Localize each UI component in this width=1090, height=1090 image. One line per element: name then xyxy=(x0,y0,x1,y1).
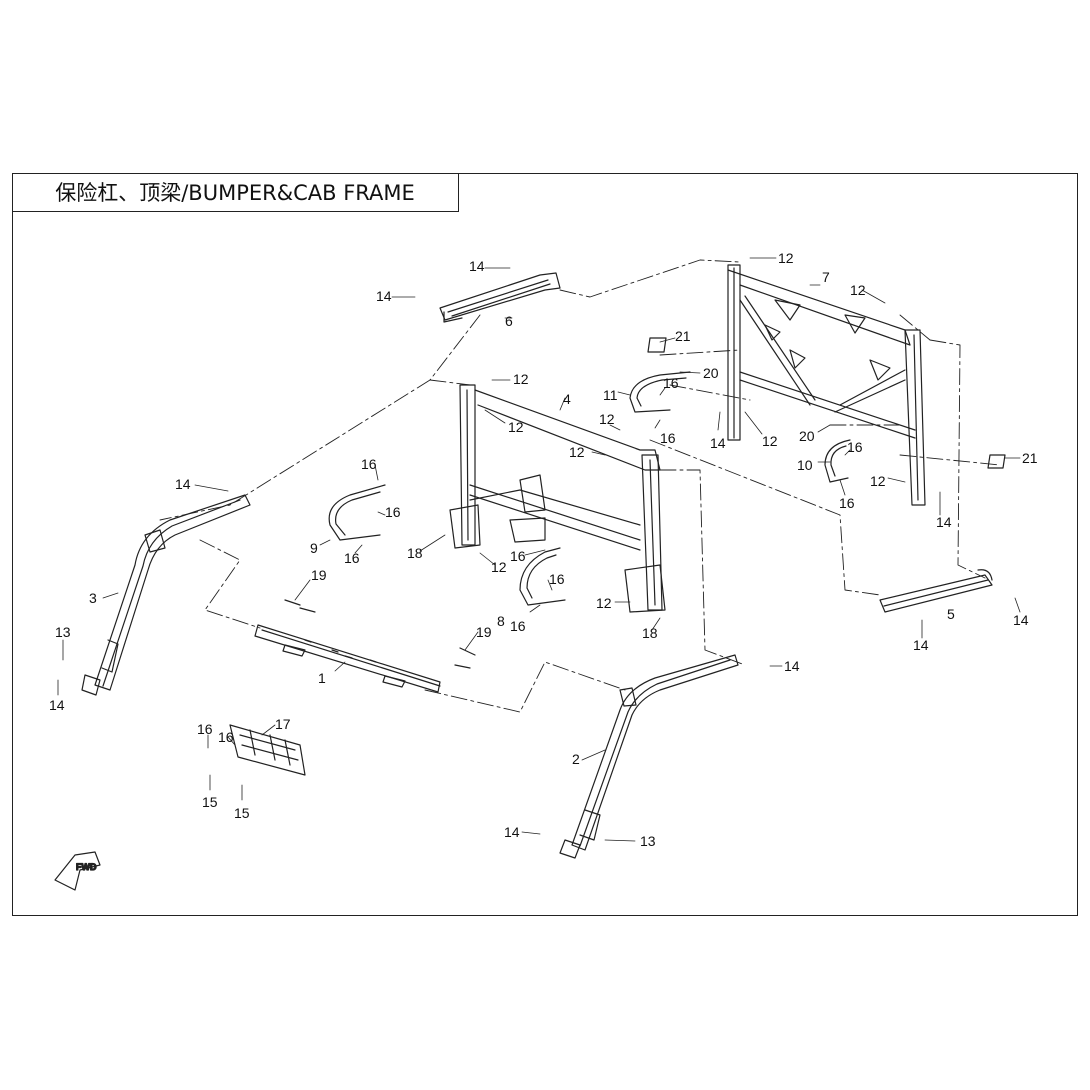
part-11-grab-handle xyxy=(629,371,691,413)
part-2-right-pillar xyxy=(559,654,739,859)
callout: 18 xyxy=(407,545,423,561)
callout: 15 xyxy=(202,794,218,810)
callout: 12 xyxy=(778,250,794,266)
fwd-label: FWD xyxy=(76,862,97,872)
callout: 16 xyxy=(197,721,213,737)
callout: 16 xyxy=(847,439,863,455)
callout: 12 xyxy=(508,419,524,435)
callout: 14 xyxy=(784,658,800,674)
callout: 19 xyxy=(476,624,492,640)
part-5-rear-lower-bar xyxy=(879,569,993,613)
callout: 16 xyxy=(361,456,377,472)
callout: 8 xyxy=(497,613,505,629)
callout: 12 xyxy=(569,444,585,460)
callout: 14 xyxy=(1013,612,1029,628)
callout: 12 xyxy=(513,371,529,387)
callout: 16 xyxy=(218,729,234,745)
callout: 14 xyxy=(504,824,520,840)
part-4-front-cab-frame xyxy=(449,384,666,613)
callout: 4 xyxy=(563,391,571,407)
callout: 21 xyxy=(675,328,691,344)
part-9-grab-handle xyxy=(328,484,386,541)
callout-labels: 14 14 6 12 7 12 21 20 16 11 16 14 12 20 … xyxy=(49,250,1038,849)
part-21-pad-right xyxy=(987,454,1006,469)
callout: 9 xyxy=(310,540,318,556)
callout: 6 xyxy=(505,313,513,329)
callout: 13 xyxy=(55,624,71,640)
part-21-pad-left xyxy=(647,337,667,353)
callout: 3 xyxy=(89,590,97,606)
part-17-plate xyxy=(229,724,306,776)
drawing-sheet-border xyxy=(12,173,1078,916)
callout: 14 xyxy=(710,435,726,451)
callout: 19 xyxy=(311,567,327,583)
part-10-grab-handle-inner xyxy=(830,445,847,477)
callout: 20 xyxy=(703,365,719,381)
callout: 1 xyxy=(318,670,326,686)
part-1-front-bumper xyxy=(254,599,476,693)
callout: 12 xyxy=(850,282,866,298)
callout: 16 xyxy=(839,495,855,511)
callout: 17 xyxy=(275,716,291,732)
callout: 12 xyxy=(870,473,886,489)
fwd-arrow-icon xyxy=(54,851,101,891)
callout: 11 xyxy=(603,387,618,403)
callout: 12 xyxy=(596,595,612,611)
callout: 7 xyxy=(822,269,830,285)
callout: 14 xyxy=(376,288,392,304)
callout: 16 xyxy=(510,618,526,634)
callout: 12 xyxy=(599,411,615,427)
callout: 5 xyxy=(947,606,955,622)
callout: 12 xyxy=(762,433,778,449)
callout: 14 xyxy=(49,697,65,713)
callout: 14 xyxy=(913,637,929,653)
callout: 21 xyxy=(1022,450,1038,466)
part-3-left-pillar xyxy=(81,494,251,696)
callout: 16 xyxy=(344,550,360,566)
callout: 14 xyxy=(469,258,485,274)
assembly-guide-lines xyxy=(159,259,1001,713)
callout: 16 xyxy=(510,548,526,564)
callout: 16 xyxy=(660,430,676,446)
part-9-grab-handle-inner xyxy=(334,491,381,536)
callout: 2 xyxy=(572,751,580,767)
part-11-grab-handle-inner xyxy=(636,377,687,407)
callout: 20 xyxy=(799,428,815,444)
callout: 12 xyxy=(491,559,507,575)
part-8-grab-handle xyxy=(519,547,566,606)
diagram-title: 保险杠、顶梁/BUMPER&CAB FRAME xyxy=(12,173,459,212)
part-10-grab-handle xyxy=(824,439,851,483)
part-7-rear-cab-frame xyxy=(727,264,926,506)
callout: 18 xyxy=(642,625,658,641)
callout: 13 xyxy=(640,833,656,849)
callout: 10 xyxy=(797,457,813,473)
leader-lines xyxy=(57,257,1021,842)
callout: 16 xyxy=(549,571,565,587)
part-6-upper-bar xyxy=(439,272,561,323)
callout: 14 xyxy=(936,514,952,530)
callout: 16 xyxy=(385,504,401,520)
part-8-grab-handle-inner xyxy=(526,554,557,599)
callout: 14 xyxy=(175,476,191,492)
callout: 15 xyxy=(234,805,250,821)
callout: 16 xyxy=(663,375,679,391)
